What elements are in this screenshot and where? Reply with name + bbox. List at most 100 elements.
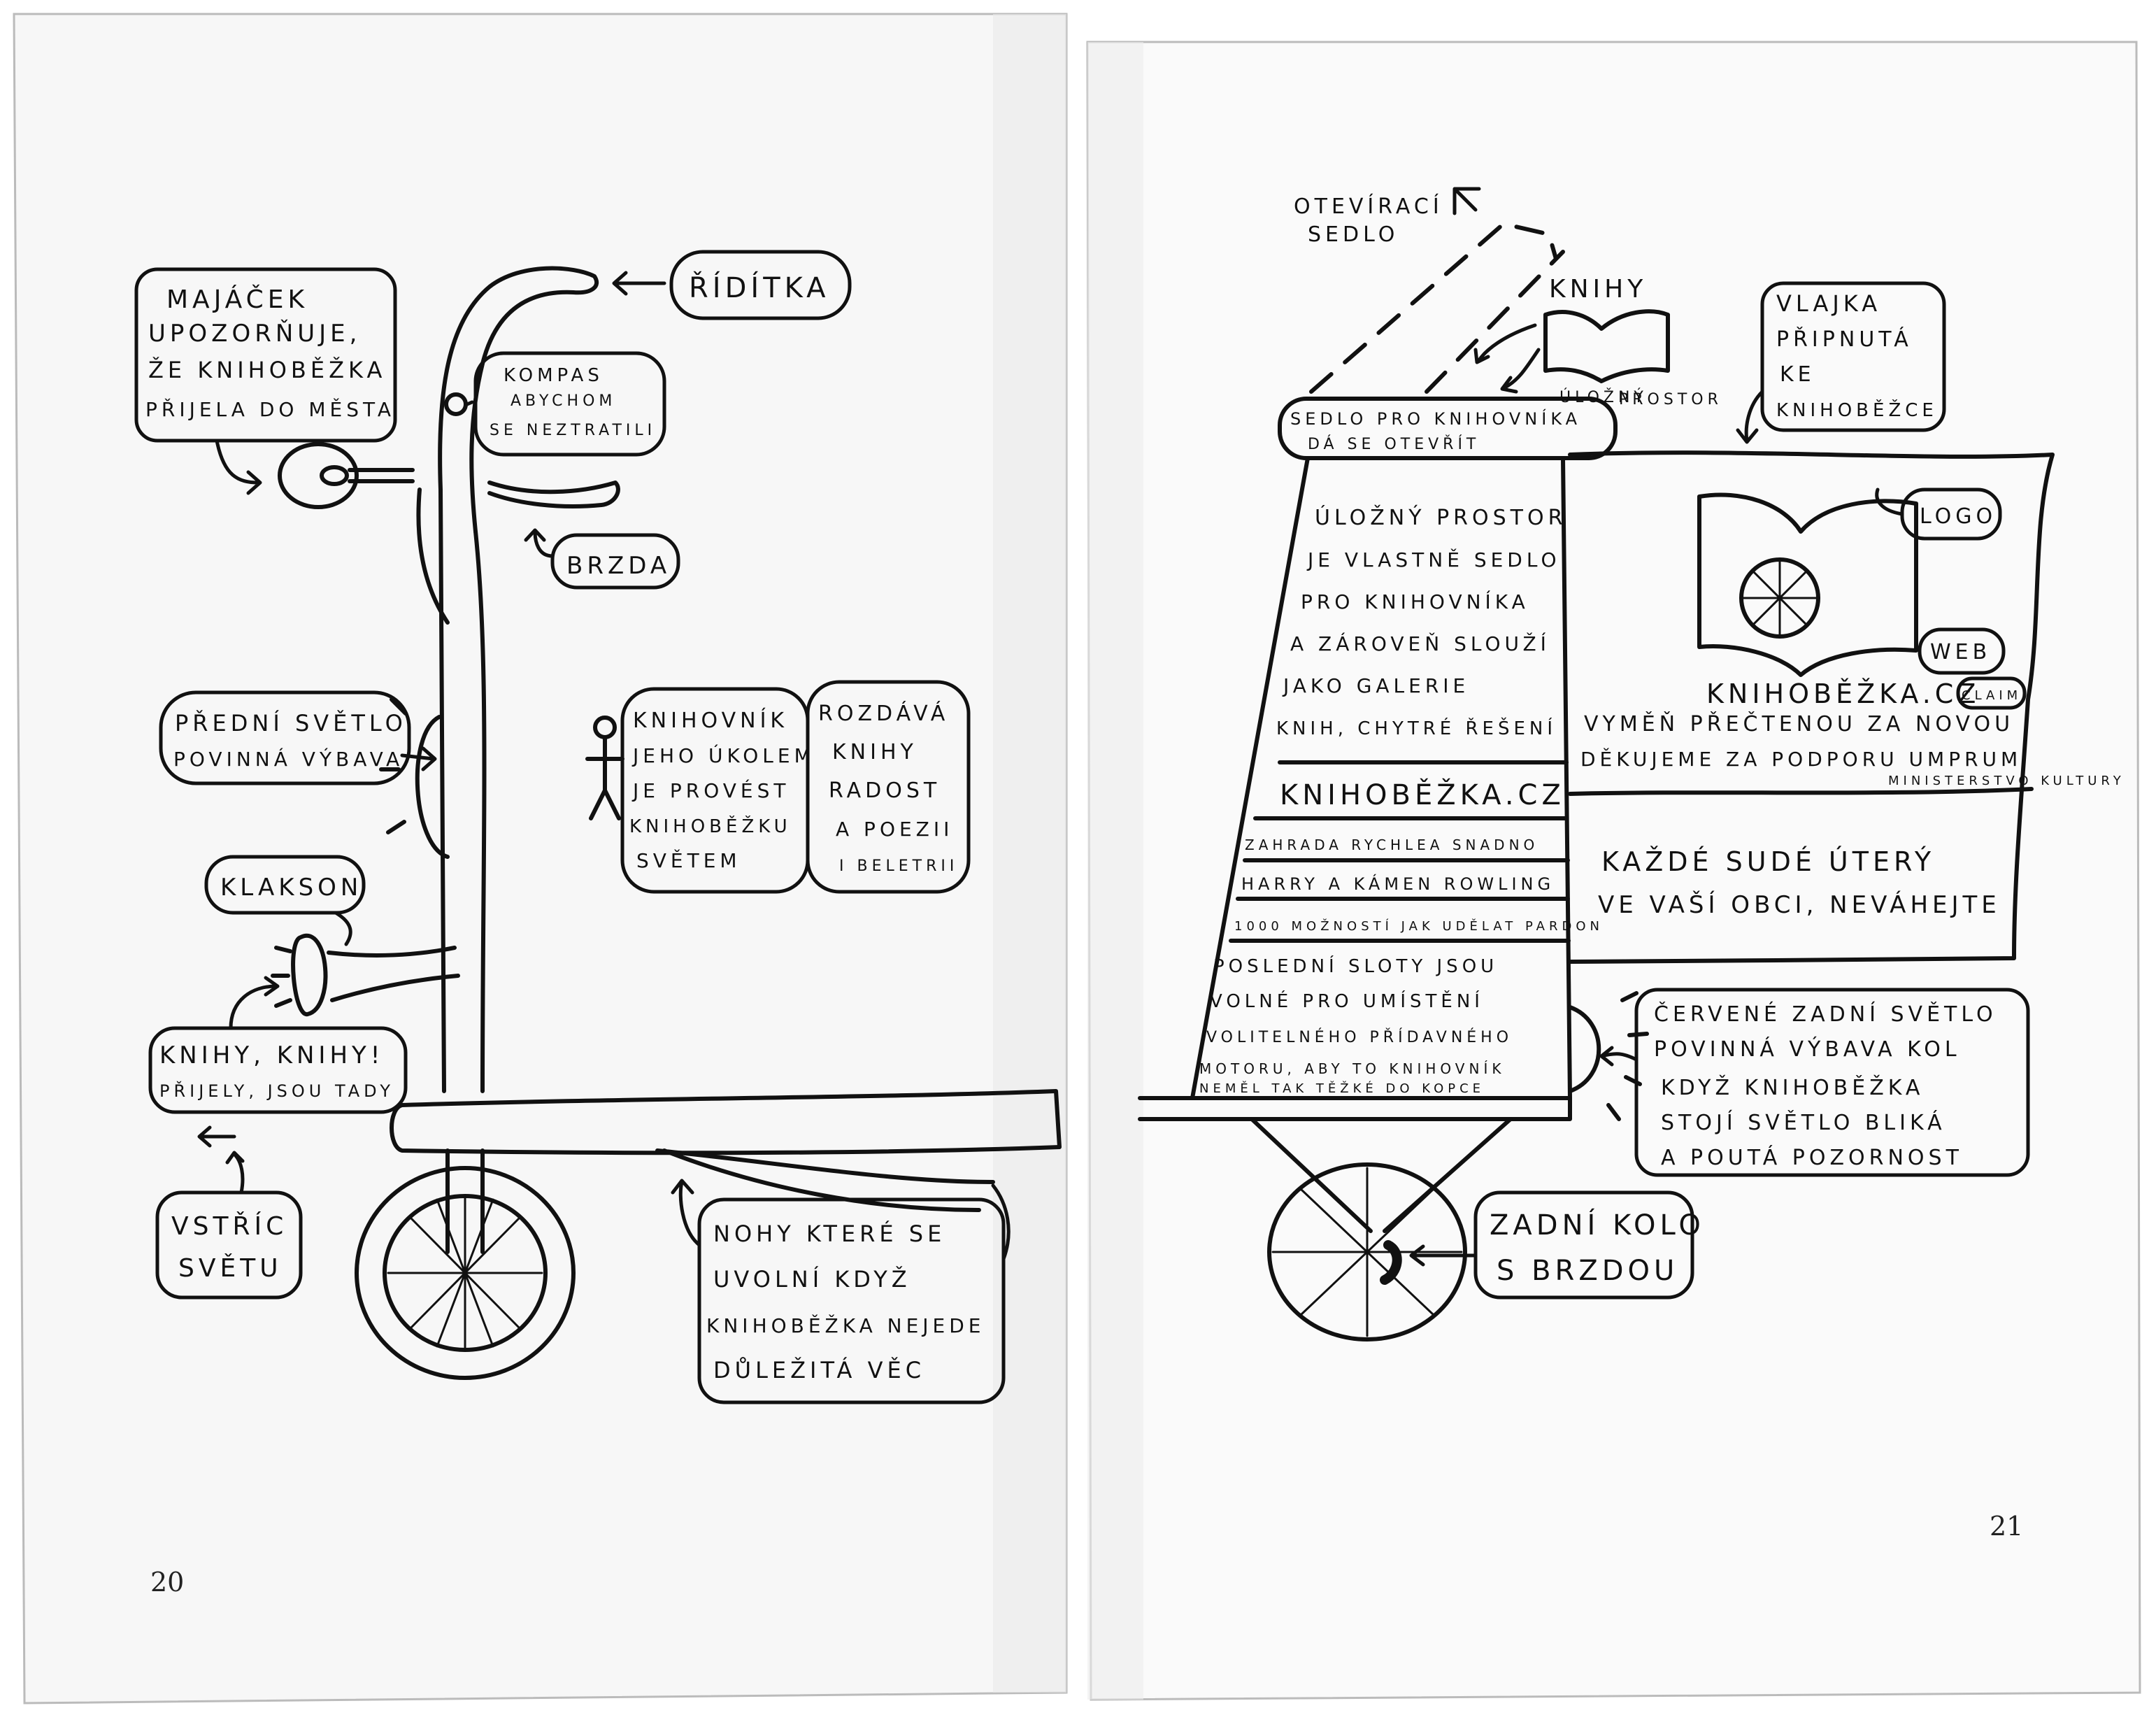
ulozny-popis-line-3: PRO KNIHOVNÍKA bbox=[1301, 590, 1529, 613]
right-callouts bbox=[1409, 281, 2030, 1300]
right-labels: OTEVÍRACÍ SEDLO KNIHY ÚLOŽNÝ PROSTOR VLA… bbox=[1199, 194, 2125, 1287]
ulozny-popis-line-2: JE VLASTNĚ SEDLO bbox=[1306, 548, 1560, 571]
knihobezka-cz-label: KNIHOBĚŽKA.CZ bbox=[1280, 778, 1565, 811]
beacon-drawing bbox=[278, 442, 359, 509]
nohy-line-3: KNIHOBĚŽKA NEJEDE bbox=[706, 1314, 985, 1337]
front-wheel-drawing bbox=[355, 1166, 576, 1380]
rear-light-drawing bbox=[1568, 1005, 1601, 1093]
knihovnik-line-3: JE PROVÉST bbox=[631, 778, 790, 802]
riditka-box bbox=[669, 250, 852, 320]
knihovnik-line-5: SVĚTEM bbox=[636, 848, 741, 872]
zadni-kolo-arrow bbox=[1409, 1244, 1478, 1267]
librarian-figure-drawing bbox=[585, 716, 624, 820]
vstric-line-2: SVĚTU bbox=[178, 1253, 283, 1283]
kompas-line-3: SE NEZTRATILI bbox=[490, 422, 656, 439]
vlajka-arrow bbox=[1736, 390, 1764, 444]
knihy-prijely-line-2: PŘIJELY, JSOU TADY bbox=[159, 1081, 394, 1101]
nohy-box bbox=[697, 1197, 1006, 1404]
vstric-arrow-up bbox=[225, 1151, 245, 1195]
posledni-line-4: MOTORU, ABY TO KNIHOVNÍK bbox=[1199, 1060, 1505, 1077]
banner-web: KNIHOBĚŽKA.CZ bbox=[1706, 678, 1980, 709]
web-label: WEB bbox=[1930, 640, 1991, 664]
kompas-box bbox=[473, 351, 666, 457]
posledni-line-1: POSLEDNÍ SLOTY JSOU bbox=[1213, 955, 1498, 977]
rozdava-line-4: A POEZII bbox=[836, 818, 953, 841]
scooter-rear-drawing bbox=[1138, 187, 2055, 1342]
zadni-kolo-box bbox=[1473, 1190, 1694, 1300]
ulozny-line-2: PROSTOR bbox=[1619, 391, 1722, 408]
nohy-arrow-right bbox=[991, 1183, 1011, 1261]
right-page-gutter-shade bbox=[1087, 42, 1143, 1700]
front-light-drawing bbox=[415, 715, 450, 859]
vlajka-line-2: PŘIPNUTÁ bbox=[1776, 327, 1913, 352]
majacek-line-3: ŽE KNIHOBĚŽKA bbox=[148, 357, 386, 383]
logo-arrow bbox=[1875, 488, 1904, 516]
predni-svetlo-line-2: POVINNÁ VÝBAVA bbox=[173, 747, 404, 771]
open-seat-dashed-lines bbox=[1309, 222, 1565, 394]
riditka-label: ŘÍDÍTKA bbox=[689, 271, 830, 304]
sedlo-line-1: SEDLO PRO KNIHOVNÍKA bbox=[1290, 408, 1581, 429]
zadni-kolo-line-1: ZADNÍ KOLO bbox=[1490, 1208, 1705, 1241]
banner-schedule-line-1: KAŽDÉ SUDÉ ÚTERÝ bbox=[1601, 846, 1935, 877]
slot-2: HARRY A KÁMEN ROWLING bbox=[1241, 874, 1555, 894]
knihy-prijely-box bbox=[148, 1026, 408, 1114]
cervene-box bbox=[1634, 988, 2030, 1177]
majacek-line-1: MAJÁČEK bbox=[166, 285, 308, 314]
ulozny-arrow bbox=[1473, 323, 1537, 364]
vlajka-line-3: KE bbox=[1780, 362, 1815, 387]
nohy-line-1: NOHY KTERÉ SE bbox=[713, 1221, 945, 1247]
vstric-box bbox=[155, 1190, 303, 1300]
cervene-line-3: KDYŽ KNIHOBĚŽKA bbox=[1661, 1075, 1924, 1100]
web-box bbox=[1918, 627, 2006, 675]
sedlo-line-2: DÁ SE OTEVŘÍT bbox=[1308, 435, 1480, 453]
cervene-line-5: A POUTÁ POZORNOST bbox=[1661, 1145, 1963, 1170]
banner-thanks: DĚKUJEME ZA PODPORU UMPRUM bbox=[1580, 747, 2022, 771]
brake-lever-drawing bbox=[487, 481, 620, 509]
cervene-line-4: STOJÍ SVĚTLO BLIKÁ bbox=[1661, 1110, 1946, 1135]
vlajka-line-1: VLAJKA bbox=[1776, 290, 1881, 317]
ulozny-popis-line-1: ÚLOŽNÝ PROSTOR bbox=[1315, 504, 1566, 530]
posledni-line-3: VOLITELNÉHO PŘÍDAVNÉHO bbox=[1206, 1028, 1513, 1046]
claim-box bbox=[1956, 676, 2027, 710]
knihovnik-line-1: KNIHOVNÍK bbox=[633, 708, 788, 733]
ulozny-line-1: ÚLOŽNÝ bbox=[1559, 388, 1648, 406]
banner-ministry: MINISTERSTVO KULTURY bbox=[1888, 774, 2125, 788]
kompas-line-1: KOMPAS bbox=[504, 365, 604, 386]
legs-drawing bbox=[655, 1148, 995, 1212]
left-page-number: 20 bbox=[150, 1567, 184, 1597]
left-labels: MAJÁČEK UPOZORŇUJE, ŽE KNIHOBĚŽKA PŘIJEL… bbox=[145, 271, 985, 1383]
knihy-arrow bbox=[229, 976, 280, 1030]
claim-label: CLAIM bbox=[1962, 688, 2022, 703]
vstric-line-1: VSTŘÍC bbox=[171, 1211, 287, 1241]
majacek-arrow bbox=[215, 439, 262, 495]
deck-drawing bbox=[390, 1089, 1062, 1155]
banner-schedule-line-2: VE VAŠÍ OBCI, NEVÁHEJTE bbox=[1598, 890, 2001, 919]
posledni-line-5: NEMĚL TAK TĚŽKÉ DO KOPCE bbox=[1199, 1081, 1485, 1096]
cervene-line-2: POVINNÁ VÝBAVA KOL bbox=[1654, 1037, 1961, 1062]
slot-1: ZAHRADA RYCHLEA SNADNO bbox=[1245, 837, 1539, 853]
oteviraci-line-1: OTEVÍRACÍ bbox=[1294, 194, 1443, 219]
banner-claim: VYMĚŇ PŘEČTENOU ZA NOVOU bbox=[1584, 711, 2014, 736]
klakson-box bbox=[204, 855, 366, 915]
ulozny-popis-line-5: JAKO GALERIE bbox=[1282, 674, 1469, 697]
logo-label: LOGO bbox=[1920, 504, 1997, 529]
kompas-arrow bbox=[465, 400, 474, 406]
posledni-line-2: VOLNÉ PRO UMÍSTĚNÍ bbox=[1210, 990, 1484, 1012]
cervene-line-1: ČERVENÉ ZADNÍ SVĚTLO bbox=[1654, 1001, 1997, 1027]
books-drawing bbox=[1543, 309, 1670, 383]
rozdava-box bbox=[806, 680, 971, 894]
rozdava-line-2: KNIHY bbox=[832, 740, 918, 764]
rozdava-line-5: I BELETRII bbox=[839, 858, 958, 875]
horn-drawing bbox=[291, 933, 328, 1016]
knihovnik-line-2: JEHO ÚKOLEM bbox=[631, 743, 815, 767]
brzda-label: BRZDA bbox=[566, 552, 671, 580]
rear-platform-drawing bbox=[1138, 1096, 1572, 1121]
nohy-line-4: DŮLEŽITÁ VĚC bbox=[713, 1357, 925, 1383]
klakson-label: KLAKSON bbox=[220, 874, 362, 902]
logo-drawing bbox=[1697, 492, 1918, 677]
klakson-arrow bbox=[334, 911, 352, 946]
knihovnik-line-4: KNIHOBĚŽKU bbox=[629, 815, 792, 837]
brzda-box bbox=[550, 533, 680, 590]
cervene-arrow bbox=[1599, 1046, 1639, 1067]
